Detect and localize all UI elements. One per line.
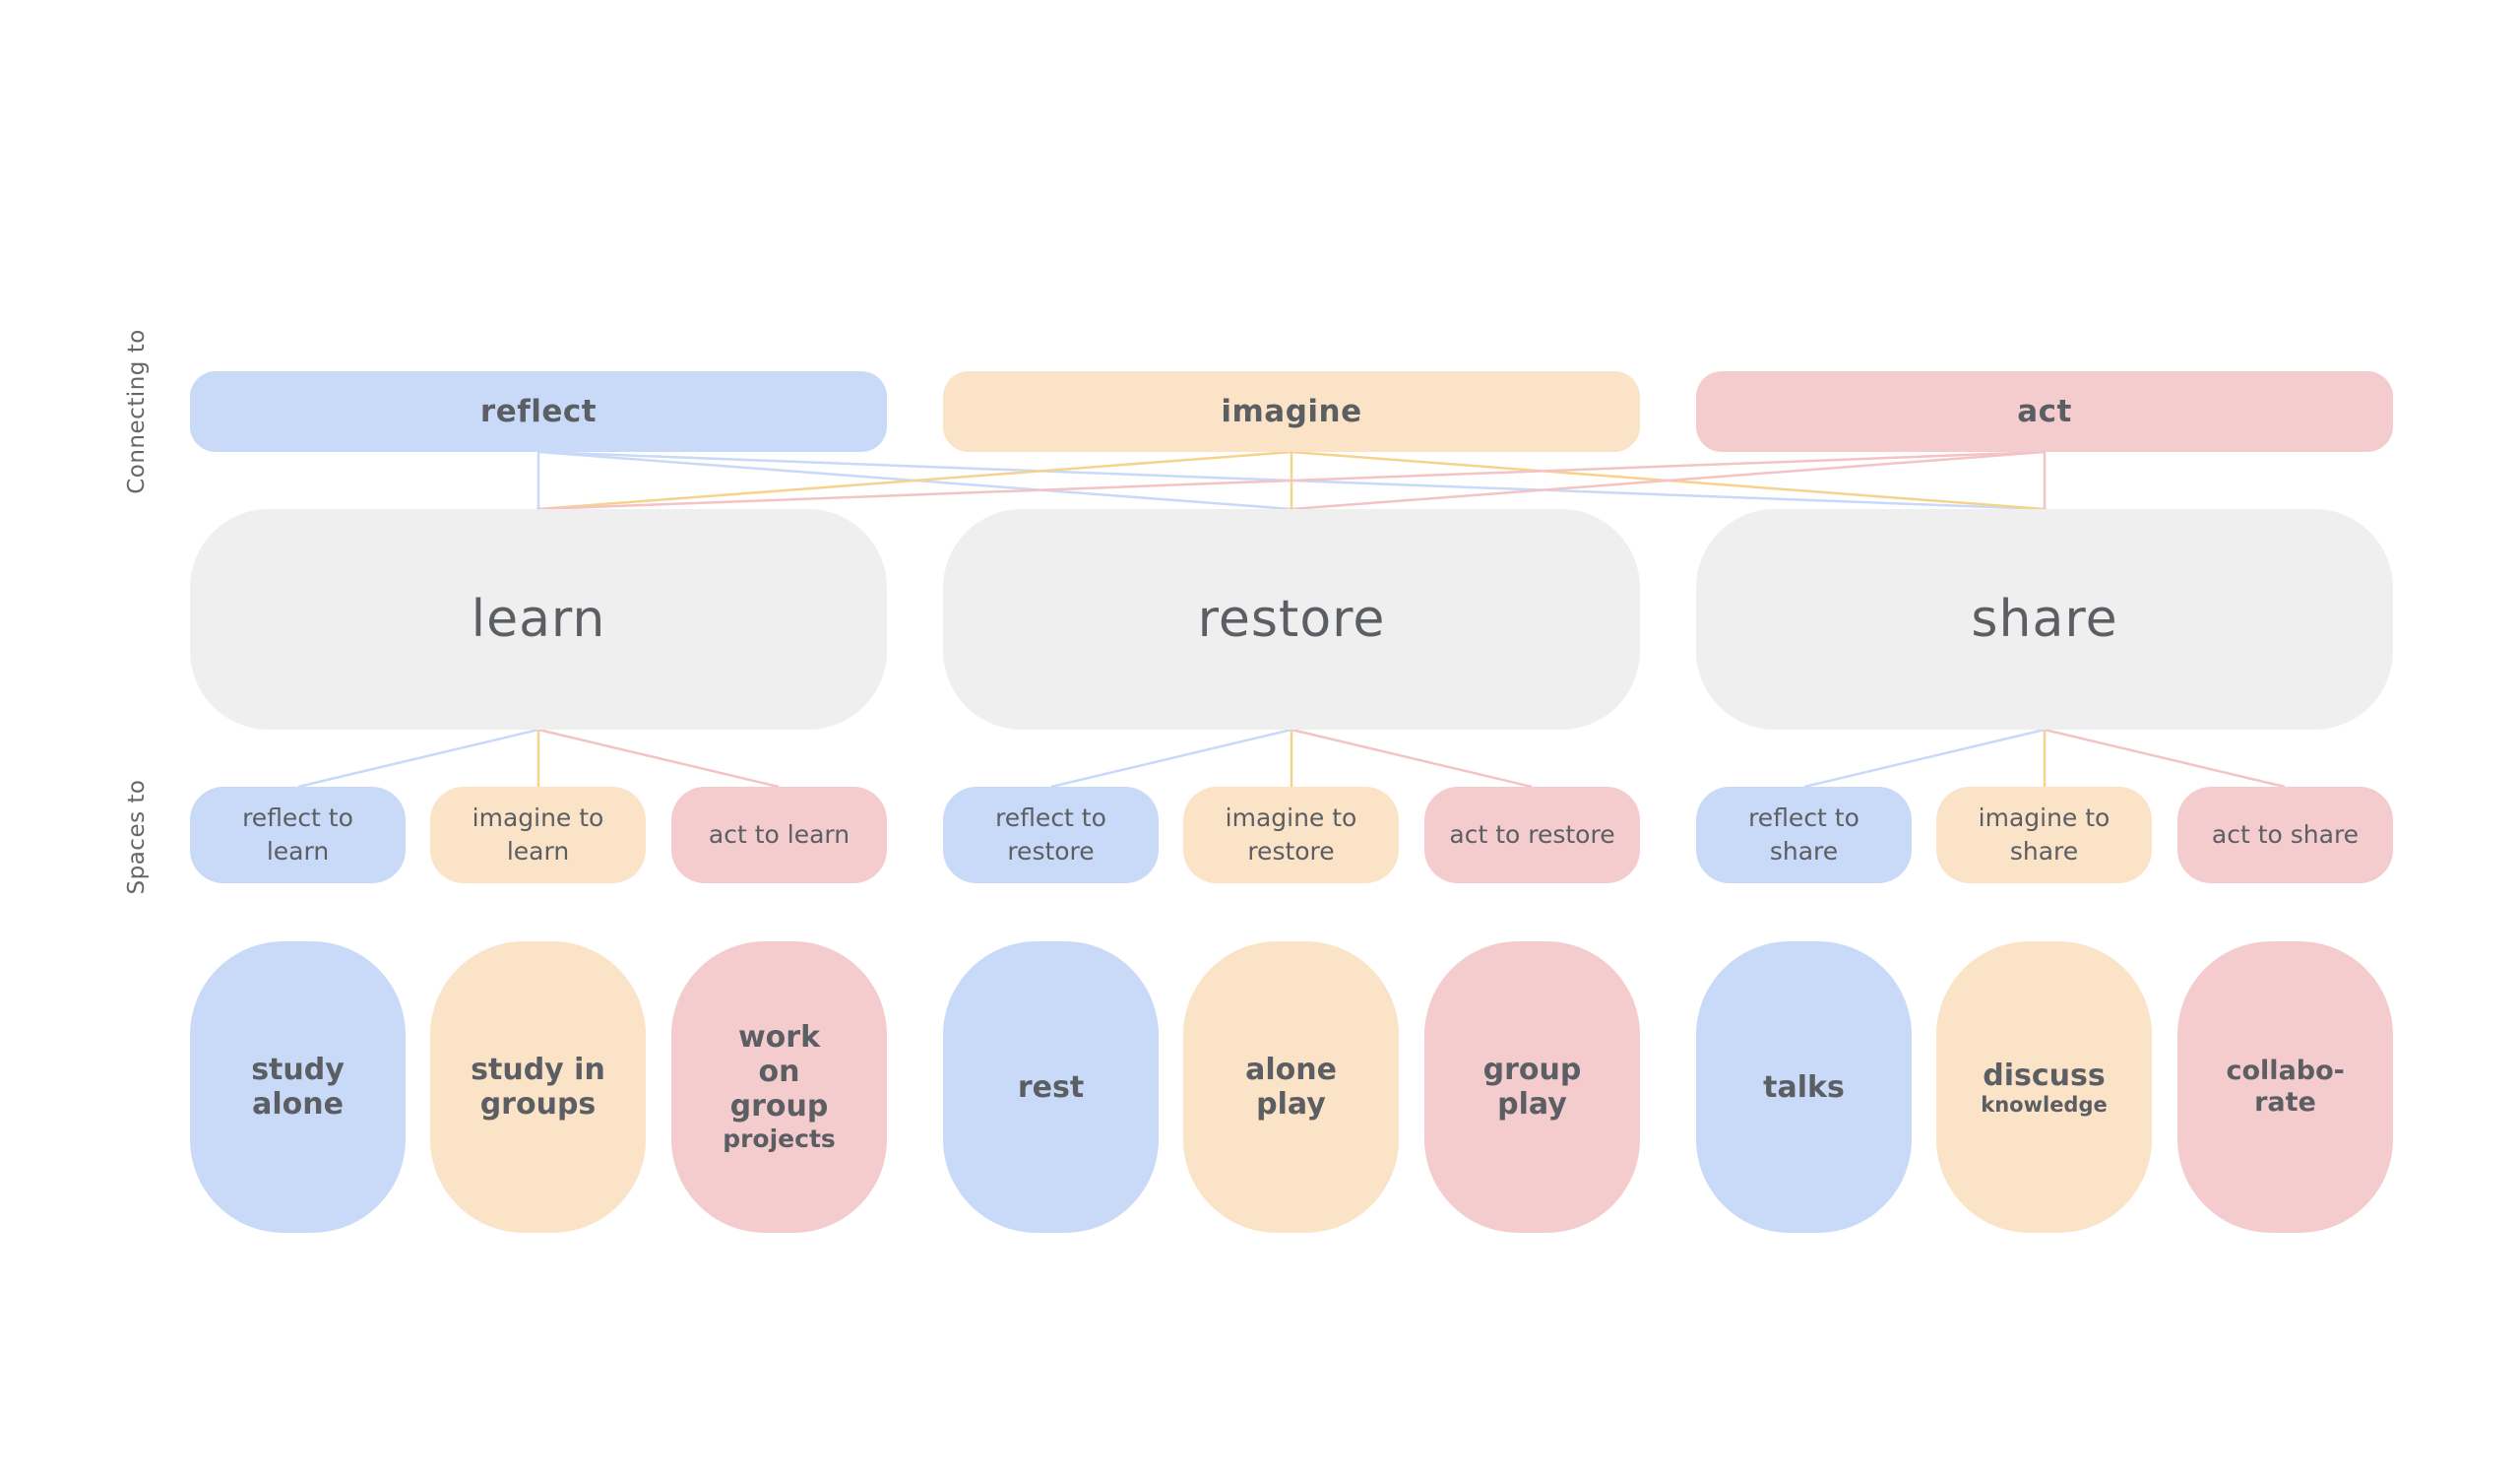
activity-label: discuss <box>1983 1058 2106 1093</box>
connector-line <box>537 728 780 789</box>
connector-line <box>2044 728 2286 789</box>
activity-sublabel: projects <box>723 1124 836 1153</box>
category-act: act <box>1696 371 2393 452</box>
activity-group-play: group play <box>1424 941 1640 1233</box>
activity-label: collabo-rate <box>2226 1056 2345 1118</box>
activity-label: work on group <box>729 1020 829 1124</box>
activity-talks: talks <box>1696 941 1912 1233</box>
connecting-to-label: Connecting to <box>124 329 150 494</box>
space-reflect-to-share: reflect to share <box>1696 787 1912 883</box>
activity-study-alone: study alone <box>190 941 406 1233</box>
activity-label: talks <box>1763 1069 1845 1105</box>
mode-restore: restore <box>943 509 1640 730</box>
activity-alone-play: alone play <box>1183 941 1399 1233</box>
activity-label: rest <box>1017 1069 1085 1105</box>
activity-label: study in groups <box>471 1053 605 1122</box>
mode-learn: learn <box>190 509 887 730</box>
connector-line <box>1050 728 1292 789</box>
spaces-to-label: Spaces to <box>124 779 150 895</box>
connector-line <box>537 450 1292 511</box>
activity-sublabel: knowledge <box>1981 1092 2108 1117</box>
category-reflect: reflect <box>190 371 887 452</box>
space-imagine-to-share: imagine to share <box>1936 787 2152 883</box>
activity-label: study alone <box>251 1053 345 1122</box>
connector-line <box>537 450 2046 511</box>
activity-label: alone play <box>1245 1053 1337 1122</box>
activity-rest: rest <box>943 941 1159 1233</box>
category-imagine: imagine <box>943 371 1640 452</box>
connector-line <box>1291 450 2046 511</box>
space-reflect-to-learn: reflect to learn <box>190 787 406 883</box>
space-reflect-to-restore: reflect to restore <box>943 787 1159 883</box>
activity-collaborate: collabo-rate <box>2177 941 2393 1233</box>
connector-line <box>1291 728 1533 789</box>
activity-work-on-group-projects: work on group projects <box>671 941 887 1233</box>
mode-share: share <box>1696 509 2393 730</box>
connector-line <box>1803 728 2046 789</box>
space-imagine-to-learn: imagine to learn <box>430 787 646 883</box>
space-act-to-share: act to share <box>2177 787 2393 883</box>
activity-label: group play <box>1482 1053 1582 1122</box>
activity-study-in-groups: study in groups <box>430 941 646 1233</box>
space-act-to-restore: act to restore <box>1424 787 1640 883</box>
space-act-to-learn: act to learn <box>671 787 887 883</box>
activity-discuss-knowledge: discuss knowledge <box>1936 941 2152 1233</box>
space-imagine-to-restore: imagine to restore <box>1183 787 1399 883</box>
connector-line <box>297 728 539 789</box>
